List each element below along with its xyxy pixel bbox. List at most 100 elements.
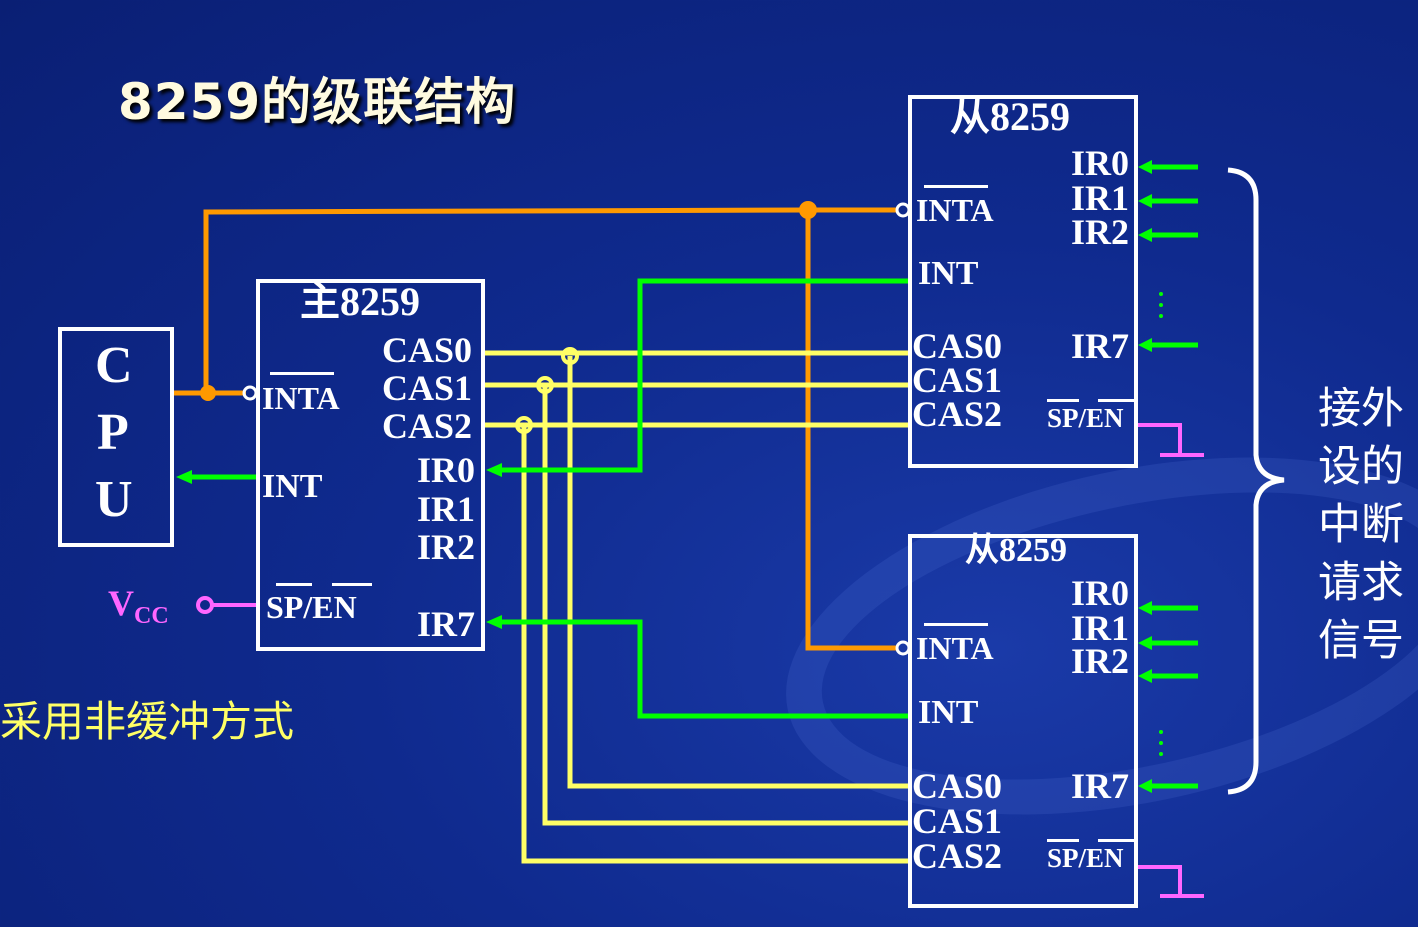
side-label-line: 信号 [1318,616,1404,666]
slave2-ir1-arrowhead [1138,636,1152,650]
slave2-ir2-arrowhead [1138,669,1152,683]
vcc-label: VCC [108,582,169,630]
slave2-ground [1138,865,1182,896]
side-label-line: 中断 [1318,500,1404,550]
cpu-letter-p: P [97,404,129,461]
master-ir0-label: IR0 [417,450,476,490]
slave1-ir2-label: IR2 [1071,212,1130,252]
slave2-sp-overbar [1047,839,1079,842]
ellipsis-dot [1159,292,1163,296]
slave1-ir-ellipsis [1159,292,1163,318]
slave2-ir0-arrowhead [1138,601,1152,615]
slave1-ground [1138,423,1182,455]
slave1-ir7-label: IR7 [1071,326,1130,366]
ellipsis-dot [1159,752,1163,756]
ellipsis-dot [1159,741,1163,745]
slave1-cas2-label: CAS2 [912,394,1003,434]
slave2-int-line [500,619,910,719]
cas1-to-slave2 [542,385,910,826]
cas0-junction [561,347,579,365]
slave2-title: 从8259 [965,532,1067,569]
slave1-ir-arrowheads [1138,160,1152,352]
slave2-ir7-label: IR7 [1071,766,1130,806]
ellipsis-dot [1159,730,1163,734]
slave1-8259-box [908,95,1138,468]
master-inta-label: INTA [262,380,340,416]
slave1-ir0-arrowhead [1138,160,1152,174]
cpu-box [58,327,174,547]
slave2-ir-arrows [1148,605,1198,789]
master-title: 主8259 [300,279,420,324]
right-brace [1227,167,1285,795]
master-sp-en-label: SP/EN [266,589,357,625]
slave1-int-label: INT [918,255,979,292]
int-wires [190,278,910,719]
slave2-inta-label: INTA [916,630,994,666]
cpu-letter-c: C [95,337,133,394]
slave1-ir2-arrowhead [1138,228,1152,242]
slave1-title: 从8259 [950,94,1070,139]
master-ir0-arrowhead [486,463,502,477]
slave2-ir-ellipsis [1159,730,1163,756]
master-cas0-label: CAS0 [382,330,473,370]
cas1-junction [536,376,554,394]
master-cas2-label: CAS2 [382,406,473,446]
slave2-int-label: INT [918,694,979,731]
slave1-ir1-label: IR1 [1071,178,1130,218]
slave1-cas1-label: CAS1 [912,360,1003,400]
ellipsis-dot [1159,314,1163,318]
master-int-label: INT [262,468,323,505]
slave1-inta-label: INTA [916,192,994,228]
master-ir7-arrowhead [486,615,502,629]
slave1-inta-overbar [924,185,988,188]
cas-wires [484,350,910,864]
slave2-sp-en-label: SP/EN [1047,843,1124,873]
slave2-ir1-label: IR1 [1071,608,1130,648]
vcc-terminal [196,596,214,614]
master-ir7-label: IR7 [417,604,476,644]
inta-junction-upper [799,201,817,219]
slave2-cas2-label: CAS2 [912,836,1003,876]
slave2-ir-arrowheads [1138,601,1152,793]
cas2-to-slave2 [521,425,910,864]
external-interrupt-label: 接外 设的 中断 请求 信号 [1318,380,1418,670]
slave1-ir-arrows [1148,164,1198,348]
cpu-int-arrowhead [176,470,192,484]
slave2-en-overbar [1098,839,1134,842]
slave1-int-line [500,278,910,473]
master-8259-box [256,279,485,651]
inta-line-to-slave1 [203,207,898,393]
inta-line-to-slave2 [805,210,898,651]
cpu-letter-u: U [95,471,133,528]
cas0-to-slave2 [567,356,910,789]
slave1-ir7-arrowhead [1138,338,1152,352]
slave2-cas0-label: CAS0 [912,766,1003,806]
master-sp-overbar [276,583,312,586]
slave2-ir0-label: IR0 [1071,573,1130,613]
slave1-ir1-arrowhead [1138,194,1152,208]
slave2-ir7-arrowhead [1138,779,1152,793]
slave1-ir0-label: IR0 [1071,143,1130,183]
buffer-mode-note: 采用非缓冲方式 [0,697,295,746]
slave2-inta-overbar [924,623,988,626]
cas2-junction [515,416,533,434]
ellipsis-dot [1159,303,1163,307]
master-cas1-label: CAS1 [382,368,473,408]
slave2-ir2-label: IR2 [1071,641,1130,681]
side-label-line: 设的 [1318,442,1404,492]
slave1-sp-overbar [1047,399,1079,402]
master-ir2-label: IR2 [417,527,476,567]
master-inta-overbar [270,372,334,375]
side-label-line: 请求 [1318,558,1404,608]
slave2-cas1-label: CAS1 [912,801,1003,841]
master-ir1-label: IR1 [417,489,476,529]
page-title: 8259的级联结构 [118,73,517,131]
slave2-8259-box [908,534,1138,908]
vcc-main: V [108,583,134,623]
slave-ground-wires [1138,423,1204,898]
slave1-cas0-label: CAS0 [912,326,1003,366]
inta-junction [200,385,216,401]
slave1-en-overbar [1098,399,1134,402]
master-en-overbar [332,583,372,586]
